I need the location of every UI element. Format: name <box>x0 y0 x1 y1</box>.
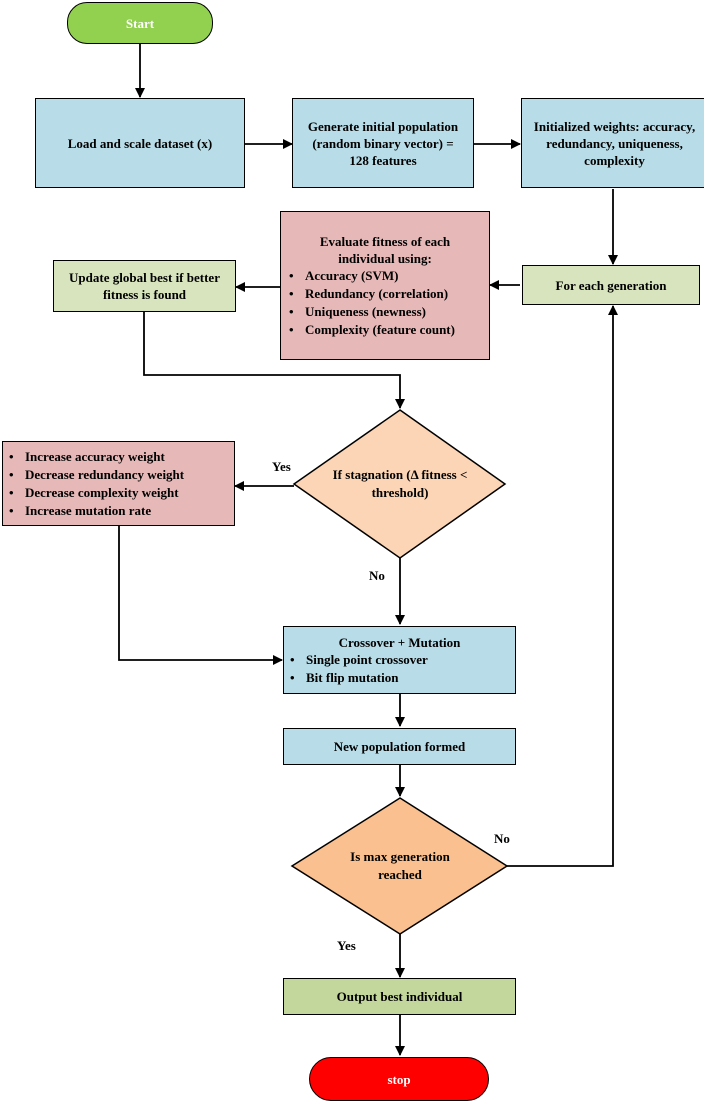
stagnation-diamond <box>292 409 507 559</box>
evaluate-list: Accuracy (SVM) Redundancy (correlation) … <box>283 267 487 339</box>
stagnation-text: If stagnation (Δ fitness < threshold) <box>332 467 468 500</box>
arrow-maxgen-eachgen <box>507 305 618 867</box>
new-population-box: New population formed <box>283 728 516 765</box>
crossover-mutation-box: Crossover + Mutation Single point crosso… <box>283 626 516 694</box>
yes-label-maxgen: Yes <box>337 938 356 953</box>
crossover-list: Single point crossover Bit flip mutation <box>284 651 515 687</box>
yes-label-stagnation: Yes <box>272 459 291 474</box>
evaluate-item: Accuracy (SVM) <box>283 267 487 285</box>
adjust-list: Increase accuracy weight Decrease redund… <box>3 448 184 520</box>
adjust-item: Increase accuracy weight <box>3 448 184 466</box>
crossover-item: Single point crossover <box>284 651 515 669</box>
max-generation-text: Is max generation reached <box>350 849 450 882</box>
output-best-box: Output best individual <box>283 978 516 1015</box>
adjust-item: Decrease complexity weight <box>3 484 184 502</box>
stop-terminal: stop <box>309 1057 489 1101</box>
no-label-maxgen: No <box>494 831 510 846</box>
each-generation-box: For each generation <box>522 265 700 305</box>
crossover-title: Crossover + Mutation <box>338 634 461 650</box>
arrow-update-stagnation <box>143 312 405 409</box>
load-dataset-box: Load and scale dataset (x) <box>35 98 245 188</box>
adjust-item: Increase mutation rate <box>3 502 184 520</box>
adjust-item: Decrease redundancy weight <box>3 466 184 484</box>
evaluate-item: Uniqueness (newness) <box>283 303 487 321</box>
adjust-weights-box: Increase accuracy weight Decrease redund… <box>2 441 235 526</box>
evaluate-title: Evaluate fitness of each individual usin… <box>319 233 451 266</box>
crossover-item: Bit flip mutation <box>284 669 515 687</box>
evaluate-item: Complexity (feature count) <box>283 321 487 339</box>
start-terminal: Start <box>67 2 213 44</box>
generate-population-box: Generate initial population (random bina… <box>292 98 474 188</box>
evaluate-item: Redundancy (correlation) <box>283 285 487 303</box>
initialized-weights-box: Initialized weights: accuracy, redundanc… <box>521 98 704 188</box>
update-global-best-box: Update global best if better fitness is … <box>53 260 236 312</box>
max-generation-diamond <box>290 797 509 935</box>
arrow-adjust-crossover <box>118 526 283 665</box>
no-label-stagnation: No <box>369 568 385 583</box>
evaluate-fitness-box: Evaluate fitness of each individual usin… <box>280 211 490 360</box>
